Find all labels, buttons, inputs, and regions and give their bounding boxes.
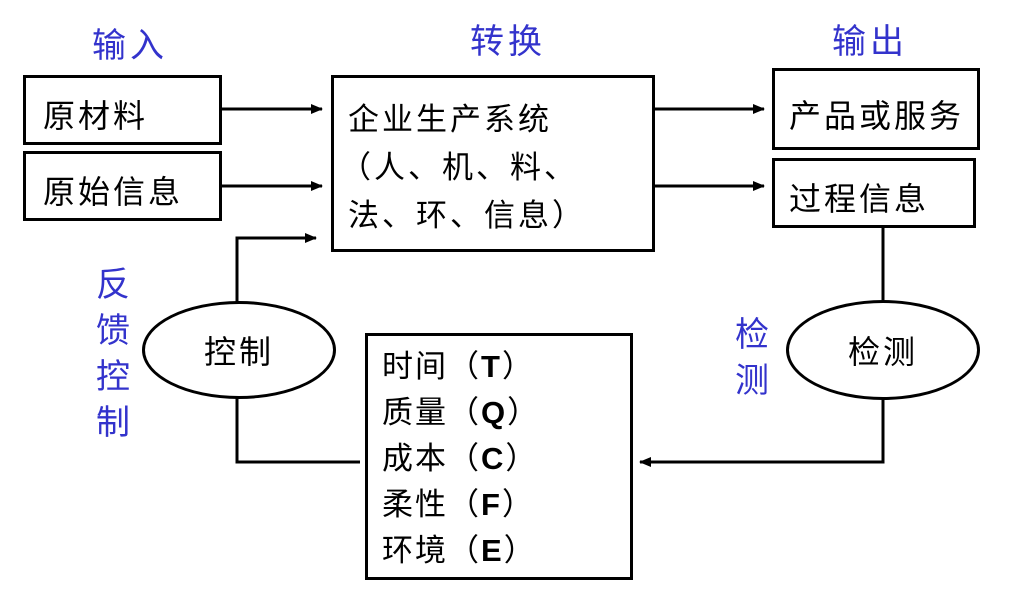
detect-label: 检测 (847, 333, 918, 371)
metrics-list: 时间（T） 质量（Q） 成本（C） 柔性（F） 环境（E） (382, 344, 540, 574)
system-line-1: 企业生产系统 (348, 102, 552, 138)
products-box: 产品或服务 (772, 68, 980, 150)
transform-header: 转换 (470, 22, 546, 62)
process-info-label: 过程信息 (789, 180, 930, 218)
feedback-control-label: 反 馈 控 制 (96, 265, 130, 443)
system-line-2: （人、机、料、 (340, 150, 578, 186)
metric-cost: 成本（C） (382, 441, 539, 477)
process-info-box: 过程信息 (772, 158, 976, 228)
raw-material-label: 原材料 (43, 97, 149, 135)
metric-environment: 环境（E） (382, 533, 537, 569)
output-header: 输出 (832, 22, 908, 62)
arrow-control-feedback (235, 233, 317, 302)
raw-material-box: 原材料 (23, 75, 222, 145)
line-metrics-to-control (235, 398, 360, 464)
input-header: 输入 (92, 26, 168, 66)
products-label: 产品或服务 (789, 97, 965, 135)
metric-flexibility: 柔性（F） (382, 487, 535, 523)
production-system-box: 企业生产系统 （人、机、料、 法、环、信息） (331, 75, 655, 252)
metrics-box: 时间（T） 质量（Q） 成本（C） 柔性（F） 环境（E） (365, 333, 633, 580)
metric-quality: 质量（Q） (382, 395, 541, 431)
raw-info-box: 原始信息 (23, 151, 222, 221)
system-line-3: 法、环、信息） (348, 198, 586, 234)
raw-info-label: 原始信息 (43, 173, 184, 211)
metric-time: 时间（T） (382, 349, 535, 385)
control-node: 控制 (142, 301, 336, 399)
arrow-detect-to-metrics (639, 398, 885, 467)
detect-node: 检测 (786, 300, 980, 400)
detection-label: 检 测 (735, 315, 769, 401)
control-label: 控制 (203, 333, 274, 371)
production-system-text: 企业生产系统 （人、机、料、 法、环、信息） (340, 96, 586, 240)
